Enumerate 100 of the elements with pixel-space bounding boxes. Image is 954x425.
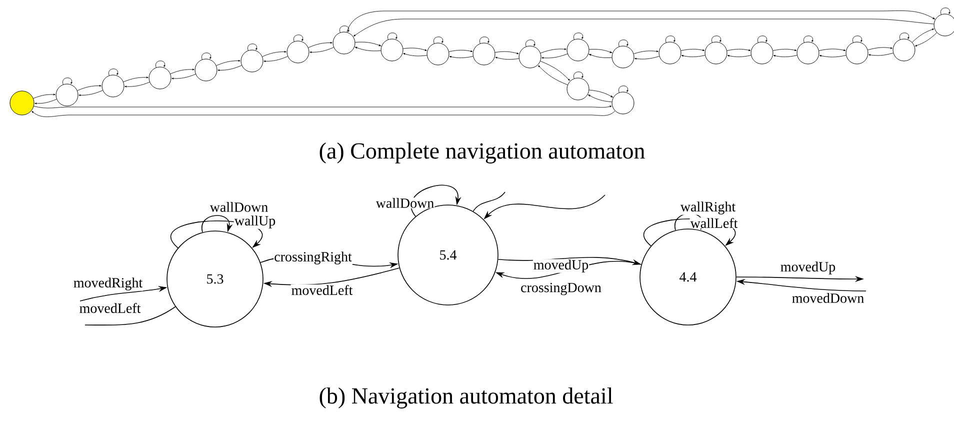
transition-arrow	[123, 76, 148, 82]
transition-arrow	[495, 56, 520, 60]
transition-arrow	[726, 48, 751, 51]
self-loop-arrow	[899, 32, 910, 40]
state-circle	[10, 90, 34, 116]
transition-arrow	[634, 56, 660, 60]
state-circle	[56, 84, 78, 106]
state-circle	[704, 42, 728, 64]
transition-arrow	[308, 42, 332, 48]
self-loop-arrow	[618, 86, 628, 93]
state-circle	[380, 38, 404, 62]
state-circle	[846, 42, 868, 64]
self-loop-arrow	[62, 78, 72, 85]
self-loop-arrow	[340, 26, 350, 33]
edge-label: movedLeft	[78, 302, 142, 314]
state-circle	[892, 38, 916, 62]
transition-arrow	[78, 90, 103, 96]
self-loop-arrow	[804, 36, 814, 43]
edge-label: wallUp	[234, 215, 276, 229]
transition-arrow	[33, 94, 56, 99]
transition-arrow	[124, 82, 150, 88]
transition-arrow	[77, 84, 102, 91]
self-loop-arrow	[108, 68, 118, 76]
edge-label: wallLeft	[690, 218, 738, 228]
transition-arrow	[262, 50, 286, 57]
self-loop-arrow	[480, 36, 490, 44]
transition-arrow	[681, 55, 706, 58]
transition-arrow	[540, 48, 566, 54]
self-loop-arrow	[526, 40, 536, 47]
transition-arrow	[172, 74, 196, 80]
self-loop-arrow	[758, 36, 768, 43]
state-circle	[148, 66, 172, 90]
state-circle	[566, 38, 590, 62]
transition-arrow	[403, 53, 428, 56]
self-loop-arrow	[294, 34, 304, 42]
transition-arrow	[538, 65, 568, 86]
transition-arrow	[727, 55, 752, 58]
transition-arrow	[34, 106, 612, 108]
state-circle	[472, 42, 496, 66]
transition-arrow	[540, 60, 570, 81]
state-circle	[102, 74, 124, 98]
transition-arrow	[34, 99, 57, 104]
transition-arrow	[218, 65, 242, 72]
transition-arrow	[494, 51, 519, 54]
edge-label: wallRight	[680, 201, 736, 215]
transition-arrow	[588, 90, 613, 98]
transition-arrow	[346, 10, 935, 32]
self-loop-arrow	[618, 40, 628, 47]
transition-arrow	[310, 47, 334, 54]
state-circle	[240, 50, 264, 72]
transition-arrow	[818, 48, 846, 51]
edge-label: wallDown	[209, 202, 269, 212]
edge-label: movedLeft	[290, 284, 354, 296]
self-loop-arrow	[940, 8, 950, 15]
self-loop-arrow	[574, 72, 584, 79]
state-circle	[612, 46, 634, 68]
transition-arrow	[588, 94, 612, 102]
self-loop-arrow	[852, 36, 862, 43]
transition-arrow	[355, 42, 382, 46]
state-circle	[286, 40, 310, 64]
edge-label: movedUp	[532, 259, 590, 273]
state-circle	[426, 42, 450, 66]
self-loop-arrow	[434, 36, 444, 44]
transition-arrow	[402, 48, 427, 51]
transition-arrow	[680, 48, 705, 51]
transition-arrow	[634, 50, 658, 54]
transition-arrow	[170, 68, 194, 74]
transition-arrow	[589, 49, 612, 53]
transition-arrow	[588, 54, 612, 58]
transition-arrow	[542, 54, 568, 59]
transition-arrow	[354, 18, 934, 36]
state-circle	[612, 92, 634, 114]
edge-label: crossingDown	[520, 282, 602, 296]
edge-label: movedRight	[72, 277, 144, 291]
state-circle	[518, 46, 542, 68]
transition-arrow	[354, 46, 381, 52]
edge-label: movedDown	[791, 292, 865, 304]
self-loop-arrow	[666, 36, 676, 43]
state-circle	[194, 58, 218, 82]
transition-arrow	[773, 55, 798, 58]
transition-arrow	[449, 56, 474, 58]
state-circle	[332, 32, 356, 54]
self-loop-arrow	[410, 184, 462, 217]
transition-arrow	[448, 50, 473, 52]
edge-label: crossingRight	[274, 251, 352, 265]
state-circle	[796, 42, 820, 64]
edge-label: wallDown	[375, 198, 435, 208]
self-loop-arrow	[574, 32, 584, 40]
state-circle	[658, 42, 682, 64]
transition-arrow	[32, 110, 616, 118]
self-loop-arrow	[202, 52, 212, 60]
transition-arrow	[868, 47, 892, 50]
self-loop-arrow	[712, 36, 722, 43]
transition-arrow	[819, 55, 846, 58]
self-loop-arrow	[388, 32, 398, 40]
caption: (b) Navigation automaton detail	[320, 388, 613, 408]
transition-arrow	[915, 32, 938, 46]
state-circle	[566, 78, 590, 100]
transition-arrow	[264, 56, 288, 62]
transition-arrow	[216, 60, 240, 66]
